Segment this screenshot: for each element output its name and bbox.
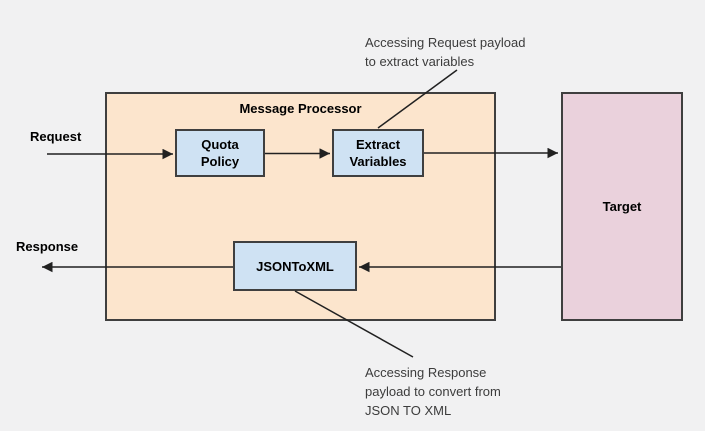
- bottom-annotation: Accessing Response payload to convert fr…: [365, 363, 501, 420]
- node-quota-policy: Quota Policy: [175, 129, 265, 177]
- top-annotation-line1: Accessing Request payload: [365, 35, 526, 50]
- quota-policy-label-line2: Policy: [200, 154, 240, 169]
- jsontoxml-label: JSONToXML: [256, 258, 334, 274]
- response-label: Response: [16, 239, 79, 254]
- message-processor-title: Message Processor: [239, 101, 362, 116]
- top-annotation: Accessing Request payload to extract var…: [365, 33, 525, 71]
- target-label: Target: [602, 199, 642, 214]
- extract-variables-label-line2: Variables: [349, 154, 407, 169]
- node-extract-variables: Extract Variables: [332, 129, 424, 177]
- request-label: Request: [30, 129, 82, 144]
- node-jsontoxml: JSONToXML: [233, 241, 357, 291]
- bottom-annotation-line3: JSON TO XML: [365, 403, 452, 418]
- extract-variables-label-line1: Extract: [355, 137, 401, 152]
- bottom-annotation-line2: payload to convert from: [365, 384, 501, 399]
- target-container: Target: [561, 92, 683, 321]
- top-annotation-line2: to extract variables: [365, 54, 475, 69]
- bottom-annotation-line1: Accessing Response: [365, 365, 487, 380]
- quota-policy-label-line1: Quota: [201, 137, 239, 152]
